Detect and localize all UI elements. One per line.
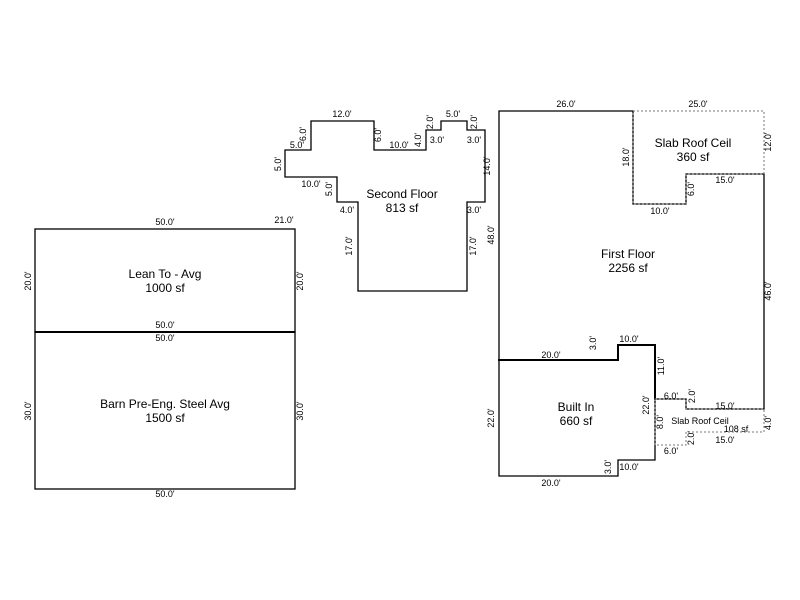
first-floor-area: 2256 sf xyxy=(608,261,648,275)
dim-label: 5.0' xyxy=(446,109,461,119)
built-in-name: Built In xyxy=(558,400,595,414)
dim-label: 3.0' xyxy=(467,135,482,145)
dim-label: 2.0' xyxy=(425,115,435,130)
second-floor-outline[interactable] xyxy=(284,120,486,292)
dim-label: 20.0' xyxy=(23,271,33,291)
dim-label: 20.0' xyxy=(541,478,561,488)
barn-area: 1500 sf xyxy=(145,411,185,425)
dim-label: 2.0' xyxy=(686,431,696,446)
dim-label: 6.0' xyxy=(298,127,308,142)
built-in-area: 660 sf xyxy=(560,414,593,428)
dim-label: 48.0' xyxy=(486,225,496,245)
dim-label: 5.0' xyxy=(290,140,305,150)
dim-label: 14.0' xyxy=(482,156,492,176)
second-floor-area: 813 sf xyxy=(386,201,419,215)
slab-roof-top-outline[interactable] xyxy=(632,110,765,205)
dim-label: 50.0' xyxy=(155,320,175,330)
dim-label: 30.0' xyxy=(295,401,305,421)
dim-label: 18.0' xyxy=(621,147,631,167)
dim-label: 4.0' xyxy=(340,205,355,215)
dim-label: 50.0' xyxy=(155,333,175,343)
dim-label: 15.0' xyxy=(715,175,735,185)
dim-label: 5.0' xyxy=(273,157,283,172)
dim-label: 6.0' xyxy=(373,128,383,143)
dim-label: 6.0' xyxy=(664,391,679,401)
dim-label: 5.0' xyxy=(324,182,334,197)
dim-label: 8.0' xyxy=(655,415,665,430)
slab-top-area: 360 sf xyxy=(677,150,710,164)
dim-label: 2.0' xyxy=(469,115,479,130)
dim-label: 11.0' xyxy=(656,356,666,375)
dim-label: 12.0' xyxy=(763,132,773,152)
lean-to-name: Lean To - Avg xyxy=(129,267,202,281)
dim-label: 50.0' xyxy=(155,217,175,227)
dim-label: 26.0' xyxy=(556,99,576,109)
dim-label: 2.0' xyxy=(687,389,697,404)
dim-label: 15.0' xyxy=(715,435,735,445)
dim-label: 3.0' xyxy=(430,135,445,145)
dim-label: 4.0' xyxy=(413,133,423,148)
dim-label: 25.0' xyxy=(688,99,708,109)
dim-label: 6.0' xyxy=(664,446,679,456)
dim-label: 50.0' xyxy=(155,489,175,499)
dim-label: 10.0' xyxy=(619,334,639,344)
lean-to-area: 1000 sf xyxy=(145,281,185,295)
dim-label: 10.0' xyxy=(619,462,639,472)
barn-name: Barn Pre-Eng. Steel Avg xyxy=(100,397,230,411)
dim-label: 10.0' xyxy=(650,206,670,216)
dim-label: 10.0' xyxy=(389,140,409,150)
first-floor-name: First Floor xyxy=(601,247,655,261)
dim-label: 46.0' xyxy=(763,281,773,301)
second-floor-name: Second Floor xyxy=(366,187,437,201)
dim-label: 22.0' xyxy=(641,395,651,415)
dim-label: 15.0' xyxy=(715,401,735,411)
slab-top-name: Slab Roof Ceil xyxy=(655,136,732,150)
dim-label: 17.0' xyxy=(344,236,354,256)
dim-label: 21.0' xyxy=(274,215,294,225)
dim-label: 3.0' xyxy=(588,336,598,351)
dim-label: 22.0' xyxy=(486,408,496,428)
dim-label: 20.0' xyxy=(295,271,305,291)
dim-label: 20.0' xyxy=(541,350,561,360)
slab-bottom-area: 108 sf xyxy=(724,424,749,434)
slab-roof-bottom-outline[interactable] xyxy=(654,398,765,446)
dim-label: 17.0' xyxy=(468,236,478,256)
dim-label: 4.0' xyxy=(763,416,773,431)
dim-label: 12.0' xyxy=(332,109,352,119)
dim-label: 3.0' xyxy=(467,205,482,215)
dim-label: 30.0' xyxy=(23,401,33,421)
built-in-top-wall xyxy=(498,344,656,400)
dim-label: 10.0' xyxy=(301,179,321,189)
slab-bottom-name: Slab Roof Ceil xyxy=(671,416,729,426)
dim-label: 3.0' xyxy=(603,460,613,475)
dim-label: 6.0' xyxy=(686,182,696,197)
